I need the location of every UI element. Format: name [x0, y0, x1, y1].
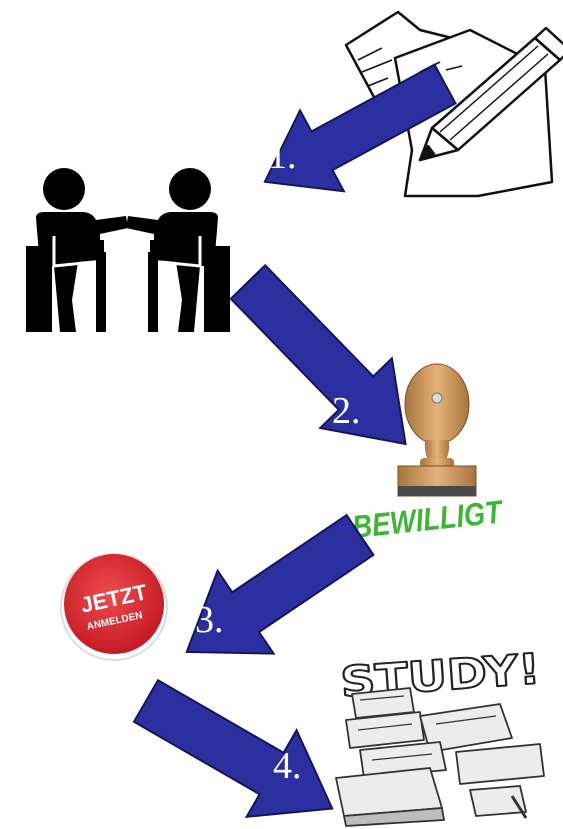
- step-1-label: 1.: [268, 135, 297, 177]
- arrow-2-shape: [212, 247, 441, 479]
- stamp-approved-text: BEWILLIGT: [350, 493, 505, 545]
- step-4-label: 4.: [273, 745, 302, 787]
- arrow-4: [121, 658, 357, 829]
- stamp-icon: [398, 364, 476, 496]
- arrow-2: [212, 247, 441, 479]
- register-now-button: JETZT ANMELDEN: [61, 554, 167, 660]
- step-2-label: 2.: [332, 390, 361, 432]
- step-3-label: 3.: [195, 599, 224, 641]
- study-books-icon: STUDY!: [336, 644, 544, 826]
- arrow-4-shape: [121, 658, 357, 829]
